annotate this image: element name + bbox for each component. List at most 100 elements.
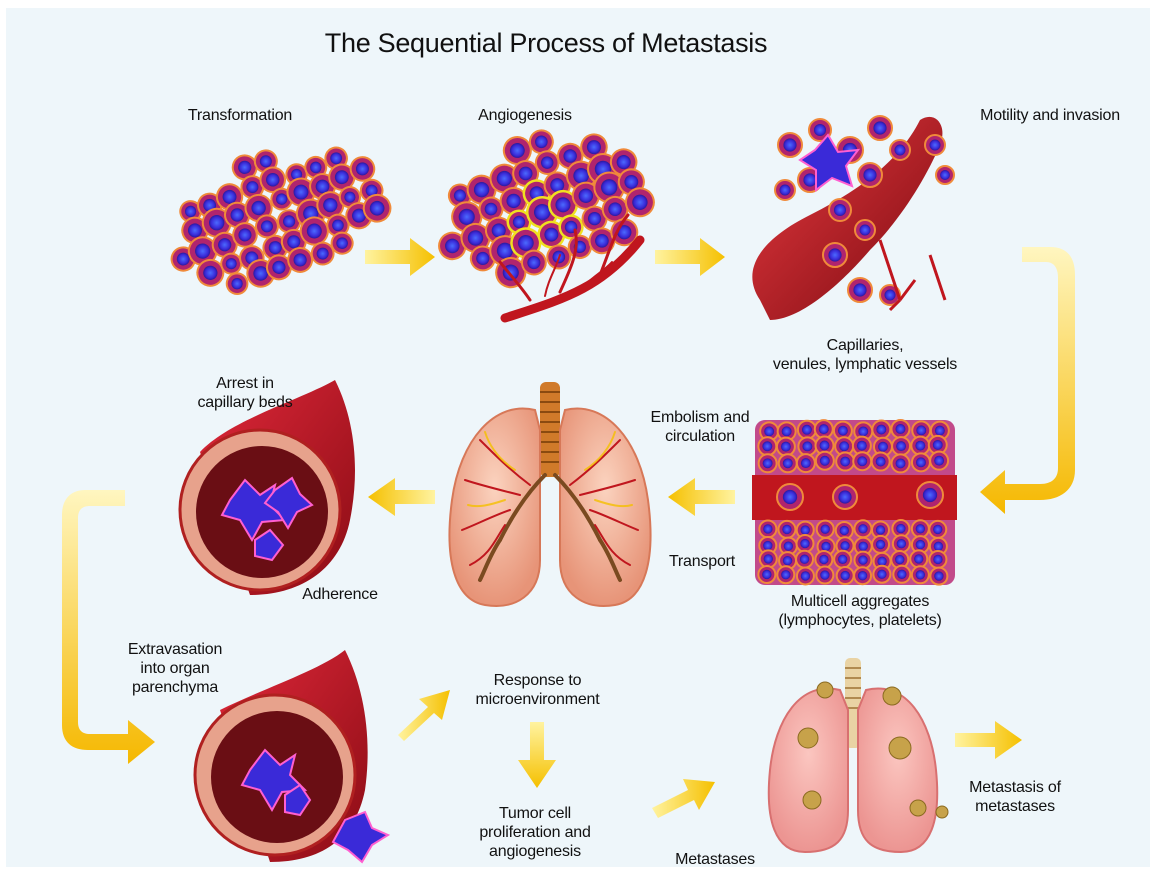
cell-nucleus bbox=[895, 555, 904, 564]
cell-nucleus bbox=[857, 441, 867, 451]
cell-nucleus bbox=[859, 542, 868, 551]
arrow-transformation-to-angiogenesis bbox=[365, 238, 435, 276]
cell-nucleus bbox=[858, 426, 868, 436]
cell-nucleus bbox=[933, 525, 942, 534]
cell-nucleus bbox=[834, 204, 846, 216]
cell-nucleus bbox=[858, 571, 867, 580]
arrow-to-response bbox=[398, 690, 450, 741]
cell-nucleus bbox=[876, 425, 886, 435]
arrow-response-to-proliferation bbox=[518, 722, 556, 788]
cell-nucleus bbox=[860, 225, 871, 236]
cell-nucleus bbox=[896, 524, 905, 533]
cell-nucleus bbox=[895, 145, 906, 156]
cell-nucleus bbox=[783, 138, 796, 151]
cell-nucleus bbox=[783, 458, 793, 468]
angiogenesis-cell-cluster bbox=[412, 100, 665, 307]
cell-nucleus bbox=[853, 283, 866, 296]
cell-nucleus bbox=[801, 525, 810, 534]
cell-nucleus bbox=[828, 248, 841, 261]
cell-nucleus bbox=[858, 524, 867, 533]
cell-nucleus bbox=[763, 524, 772, 533]
arrow-proliferation-to-metastases bbox=[652, 779, 715, 818]
arrow-aggregates-to-lung bbox=[668, 478, 735, 516]
cell-nucleus bbox=[896, 441, 906, 451]
label-extravasation: Extravasation into organ parenchyma bbox=[115, 640, 235, 697]
cell-nucleus bbox=[930, 140, 941, 151]
cell-nucleus bbox=[878, 442, 888, 452]
label-angiogenesis: Angiogenesis bbox=[455, 106, 595, 125]
cell-nucleus bbox=[814, 124, 826, 136]
cell-nucleus bbox=[820, 570, 829, 579]
cell-nucleus bbox=[863, 168, 876, 181]
label-proliferation: Tumor cell proliferation and angiogenesi… bbox=[455, 804, 615, 861]
cell-nucleus bbox=[934, 542, 943, 551]
cell-nucleus bbox=[897, 539, 906, 548]
cell-nucleus bbox=[801, 458, 811, 468]
cell-nucleus bbox=[781, 570, 790, 579]
cell-nucleus bbox=[857, 456, 867, 466]
multicell-aggregate-illustration bbox=[752, 420, 957, 585]
cell-nucleus bbox=[819, 555, 828, 564]
cell-nucleus bbox=[820, 441, 830, 451]
label-adherence: Adherence bbox=[285, 585, 395, 604]
arrest-vessel-illustration bbox=[180, 380, 355, 595]
cell-nucleus bbox=[934, 571, 943, 580]
label-metastases: Metastases bbox=[655, 850, 775, 869]
cell-nucleus bbox=[800, 539, 809, 548]
cell-nucleus bbox=[840, 526, 849, 535]
cell-nucleus bbox=[763, 458, 773, 468]
cell-nucleus bbox=[820, 456, 830, 466]
cell-nucleus bbox=[876, 540, 885, 549]
arrow-angiogenesis-to-motility bbox=[655, 238, 725, 276]
cell-nucleus bbox=[801, 571, 810, 580]
label-embolism: Embolism and circulation bbox=[630, 408, 770, 446]
cell-nucleus bbox=[821, 524, 830, 533]
lungs-illustration bbox=[449, 382, 650, 606]
cell-nucleus bbox=[802, 441, 812, 451]
cell-nucleus bbox=[800, 555, 809, 564]
cell-nucleus bbox=[838, 490, 851, 503]
metastatic-lungs-illustration bbox=[769, 658, 948, 852]
arrow-right-loop bbox=[980, 247, 1075, 514]
cell-nucleus bbox=[838, 555, 847, 564]
diagram-title: The Sequential Process of Metastasis bbox=[236, 28, 856, 59]
cell-nucleus bbox=[762, 570, 771, 579]
cell-nucleus bbox=[783, 556, 792, 565]
cell-nucleus bbox=[933, 440, 943, 450]
cell-nucleus bbox=[915, 441, 925, 451]
arrow-left-loop bbox=[62, 490, 155, 764]
cell-nucleus bbox=[877, 570, 886, 579]
cell-nucleus bbox=[876, 457, 886, 467]
cell-nucleus bbox=[916, 425, 926, 435]
cell-nucleus bbox=[914, 554, 923, 563]
label-response: Response to microenvironment bbox=[455, 671, 620, 709]
cell-nucleus bbox=[916, 524, 925, 533]
label-metastasis-of-metastases: Metastasis of metastases bbox=[945, 778, 1085, 816]
cell-nucleus bbox=[877, 557, 886, 566]
label-capillaries: Capillaries, venules, lymphatic vessels bbox=[745, 336, 985, 374]
cell-nucleus bbox=[839, 441, 849, 451]
cell-nucleus bbox=[781, 442, 791, 452]
cell-nucleus bbox=[764, 554, 773, 563]
cell-nucleus bbox=[840, 541, 849, 550]
cell-nucleus bbox=[896, 458, 906, 468]
cell-nucleus bbox=[840, 571, 849, 580]
cell-nucleus bbox=[803, 173, 816, 186]
cell-nucleus bbox=[916, 570, 925, 579]
label-arrest: Arrest in capillary beds bbox=[175, 374, 315, 412]
cell-nucleus bbox=[885, 290, 896, 301]
cell-nucleus bbox=[896, 424, 906, 434]
cell-nucleus bbox=[780, 185, 791, 196]
transformation-cell-cluster bbox=[146, 114, 402, 313]
cell-nucleus bbox=[876, 525, 885, 534]
cell-nucleus bbox=[840, 457, 850, 467]
cell-nucleus bbox=[933, 555, 942, 564]
label-multicell: Multicell aggregates (lymphocytes, plate… bbox=[745, 592, 975, 630]
cell-nucleus bbox=[782, 426, 792, 436]
cell-nucleus bbox=[873, 121, 886, 134]
cell-nucleus bbox=[934, 456, 944, 466]
motility-invasion-illustration bbox=[752, 116, 954, 320]
cell-nucleus bbox=[783, 490, 797, 504]
cell-nucleus bbox=[923, 488, 937, 502]
